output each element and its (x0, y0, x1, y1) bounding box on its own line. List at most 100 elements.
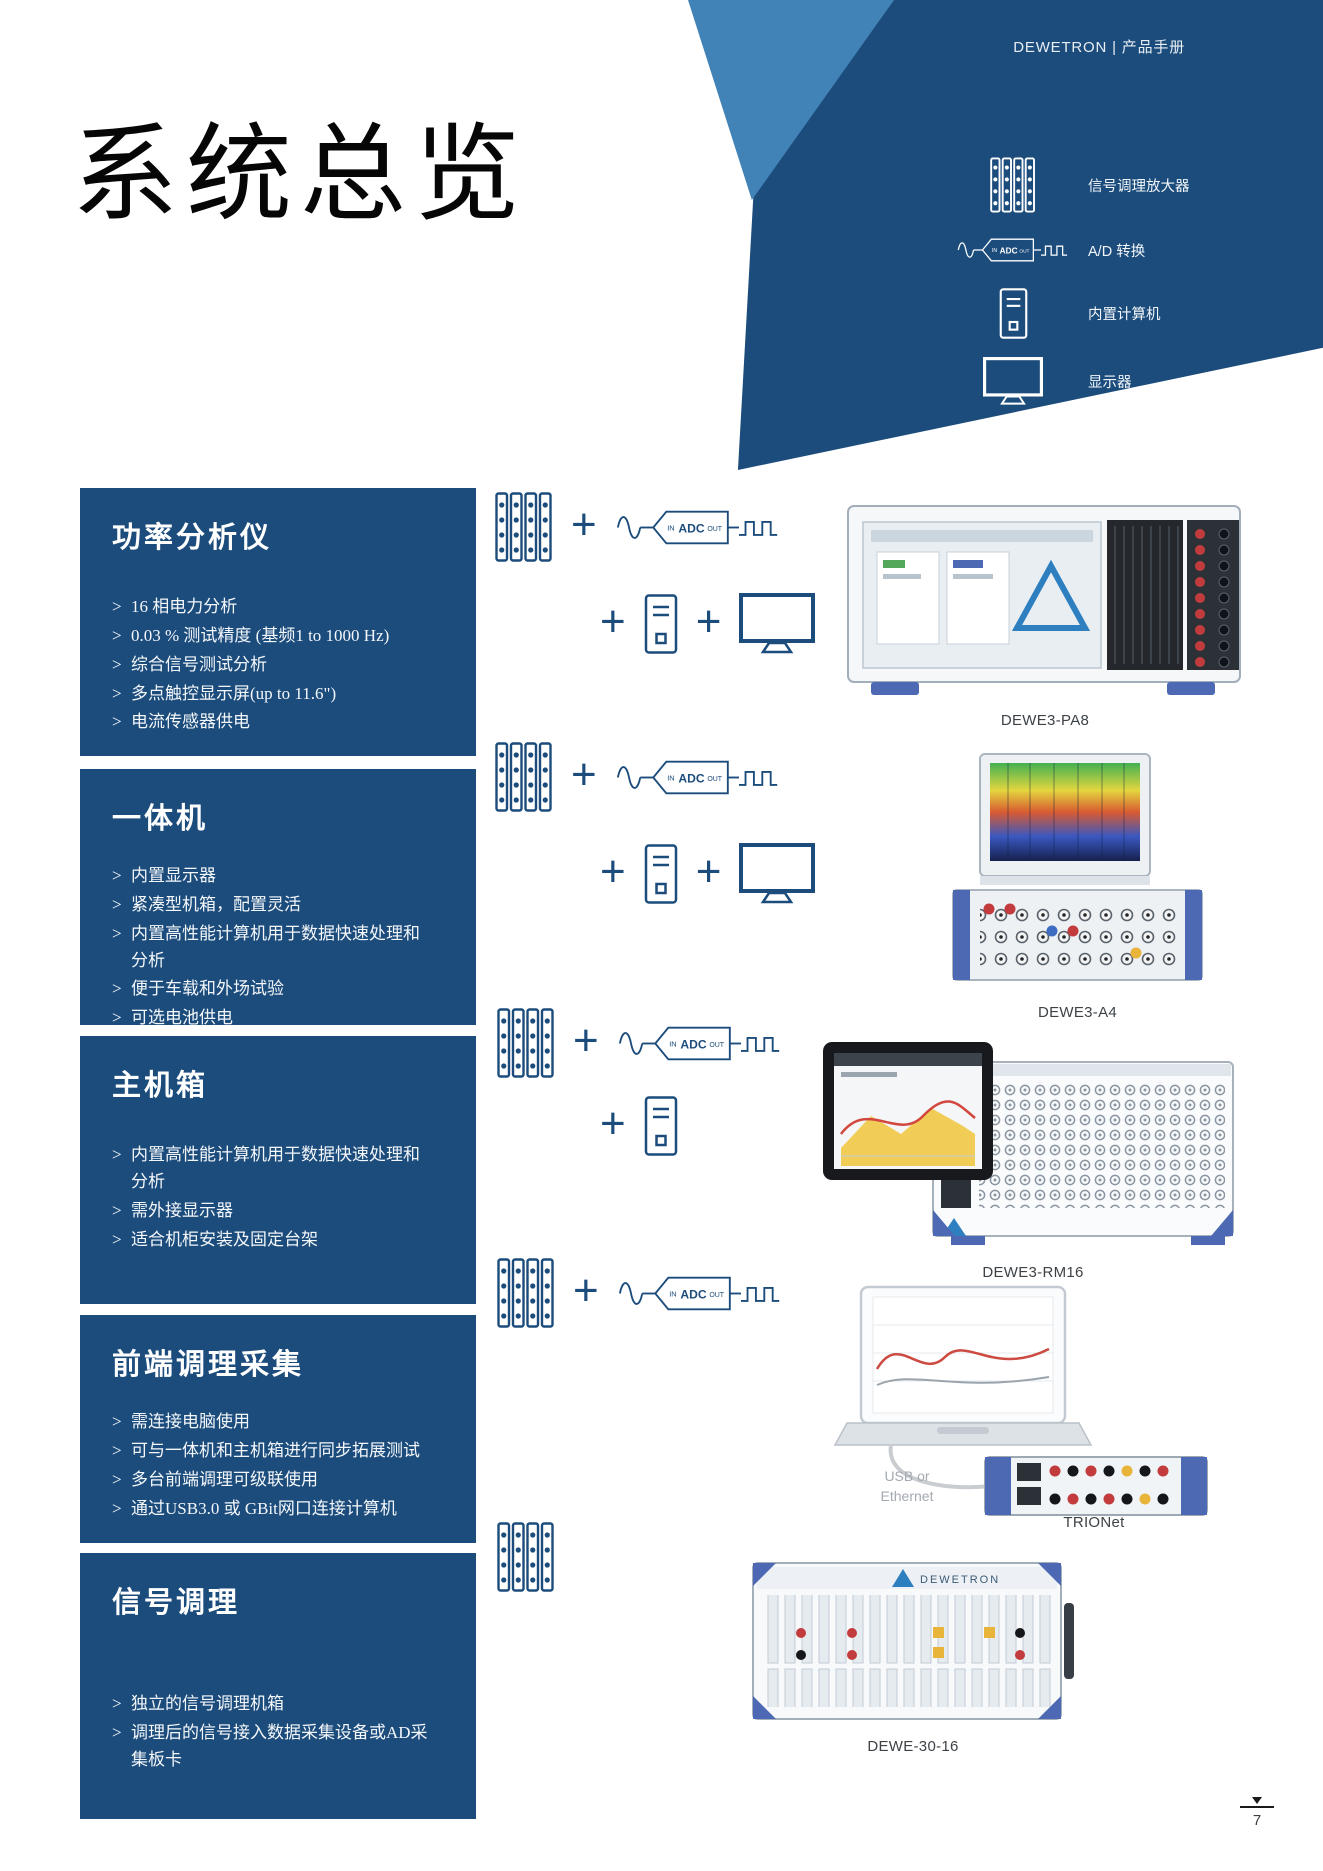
footer-triangle-icon (1252, 1797, 1262, 1804)
bullet-marker: > (112, 1722, 122, 1742)
legend-item-amplifier: 信号调理放大器 (952, 148, 1190, 222)
product-trionet (833, 1285, 1213, 1530)
bullet-item: >电流传感器供电 (112, 709, 430, 736)
bullet-item: >内置高性能计算机用于数据快速处理和分析 (112, 1142, 430, 1196)
adc-out-text: OUT (709, 1292, 724, 1299)
product-label-dewe3-pa8: DEWE3-PA8 (1000, 712, 1090, 729)
page-number: 7 (1252, 1812, 1262, 1829)
adc-out-text: OUT (1019, 249, 1029, 255)
section-mainframe: 主机箱 >内置高性能计算机用于数据快速处理和分析 >需外接显示器 >适合机柜安装… (80, 1036, 476, 1304)
amplifier-icon (497, 1258, 554, 1328)
computer-icon (644, 594, 677, 654)
monitor-icon (739, 843, 816, 904)
bullet-item: >多点触控显示屏(up to 11.6") (112, 681, 430, 708)
adc-in-text: IN (667, 773, 674, 782)
plus-icon: + (600, 847, 626, 896)
monitor-icon (739, 593, 816, 654)
plus-icon: + (573, 1016, 599, 1065)
bullet-text: 16 相电力分析 (131, 597, 238, 616)
product-image-dewe3-rm16 (823, 1042, 1234, 1245)
bullet-marker: > (112, 1229, 122, 1249)
row4-icons-line1: + IN ADC OUT (497, 1258, 783, 1328)
bullet-text: 独立的信号调理机箱 (131, 1694, 284, 1713)
product-image-dewe3-a4 (952, 753, 1203, 981)
cable (888, 1444, 992, 1490)
bullet-marker: > (112, 1412, 122, 1431)
bullet-marker: > (112, 1008, 122, 1025)
usb-ethernet-note: USB or Ethernet (848, 1466, 966, 1507)
usb-ethernet-note-line2: Ethernet (880, 1488, 934, 1505)
legend-label: 信号调理放大器 (1088, 178, 1190, 195)
row1-icons-line1: + IN ADC OUT (495, 492, 781, 562)
adc-in-text: IN (669, 1289, 676, 1298)
plus-icon: + (600, 1099, 626, 1148)
section-frontend: 前端调理采集 > 需连接电脑使用 >可与一体机和主机箱进行同步拓展测试 >多台前端… (80, 1315, 476, 1543)
product-dewe-30-16: DEWETRON (748, 1555, 1078, 1738)
section-title: 信号调理 (112, 1587, 241, 1619)
amplifier-icon (990, 157, 1035, 213)
bullet-marker: > (112, 597, 122, 616)
legend-label: A/D 转换 (1088, 243, 1146, 260)
adc-in-text: IN (667, 523, 674, 532)
section-signal-conditioning: 信号调理 >独立的信号调理机箱 >调理后的信号接入数据采集设备或AD采集板卡 (80, 1553, 476, 1819)
legend-item-adc: IN ADC OUT A/D 转换 (952, 222, 1190, 278)
computer-icon (999, 287, 1027, 339)
bullet-marker: > (112, 1694, 122, 1713)
bullet-list: >内置显示器 >紧凑型机箱，配置灵活 >内置高性能计算机用于数据快速处理和分析 … (112, 863, 430, 1025)
bullet-item: >0.03 % 测试精度 (基频1 to 1000 Hz) (112, 623, 430, 650)
bullet-item: >适合机柜安装及固定台架 (112, 1227, 430, 1254)
computer-icon (644, 1096, 677, 1156)
bullet-list: > 需连接电脑使用 >可与一体机和主机箱进行同步拓展测试 >多台前端调理可级联使用… (112, 1409, 430, 1522)
row2-icons-line1: + IN ADC OUT (495, 742, 781, 812)
product-dewe3-a4 (950, 752, 1205, 1002)
bullet-item: >可与一体机和主机箱进行同步拓展测试 (112, 1438, 430, 1465)
bullet-item: >需外接显示器 (112, 1198, 430, 1225)
row3-icons-line2: + (600, 1096, 678, 1156)
product-dewe3-rm16 (823, 1038, 1243, 1261)
amplifier-icon (497, 1008, 554, 1078)
bullet-text: 综合信号测试分析 (131, 654, 267, 674)
plus-icon: + (695, 847, 722, 896)
adc-label-text: ADC (678, 771, 704, 785)
product-label-trionet: TRIONet (1063, 1514, 1125, 1531)
bullet-marker: > (112, 1200, 122, 1220)
product-brand-text: DEWETRON (920, 1574, 1000, 1586)
row1-icons-line2: + + (600, 593, 816, 655)
legend-label: 显示器 (1088, 374, 1132, 391)
bullet-item: >多台前端调理可级联使用 (112, 1467, 430, 1494)
bullet-item: >可选电池供电 (112, 1005, 430, 1025)
section-title: 主机箱 (112, 1070, 209, 1102)
plus-icon: + (600, 597, 626, 646)
bullet-text: 可与一体机和主机箱进行同步拓展测试 (131, 1440, 420, 1460)
page-header: DEWETRON | 产品手册 (1013, 39, 1185, 56)
plus-icon: + (571, 500, 597, 549)
section-title: 功率分析仪 (112, 522, 273, 554)
bullet-item: >紧凑型机箱，配置灵活 (112, 892, 430, 919)
bullet-item: > 独立的信号调理机箱 (112, 1691, 430, 1718)
section-title: 前端调理采集 (112, 1349, 305, 1381)
bullet-item: >内置显示器 (112, 863, 430, 890)
computer-icon (644, 844, 677, 904)
bullet-text: 需连接电脑使用 (131, 1412, 250, 1431)
bullet-marker: > (112, 1145, 122, 1164)
amplifier-icon (497, 1522, 554, 1592)
bullet-marker: > (112, 866, 122, 885)
bullet-item: > 需连接电脑使用 (112, 1409, 430, 1436)
bullet-text: 内置高性能计算机用于数据快速处理和分析 (131, 923, 420, 970)
bullet-item: >16 相电力分析 (112, 594, 430, 621)
bullet-text: 多点触控显示屏(up to 11.6") (131, 683, 337, 703)
product-image-dewe3-pa8 (847, 505, 1241, 695)
bullet-text: 便于车载和外场试验 (131, 979, 284, 999)
amplifier-icon (495, 742, 552, 812)
adc-in-text: IN (992, 248, 997, 254)
adc-label-text: ADC (678, 521, 704, 535)
footer-rule (1240, 1806, 1274, 1808)
section-title: 一体机 (112, 803, 209, 835)
bullet-list: >16 相电力分析 >0.03 % 测试精度 (基频1 to 1000 Hz) … (112, 594, 430, 736)
legend-item-monitor: 显示器 (952, 348, 1190, 414)
adc-label-text: ADC (680, 1037, 706, 1051)
adc-in-text: IN (669, 1039, 676, 1048)
plus-icon: + (571, 750, 597, 799)
bullet-text: 通过USB3.0 或 GBit网口连接计算机 (131, 1498, 397, 1518)
